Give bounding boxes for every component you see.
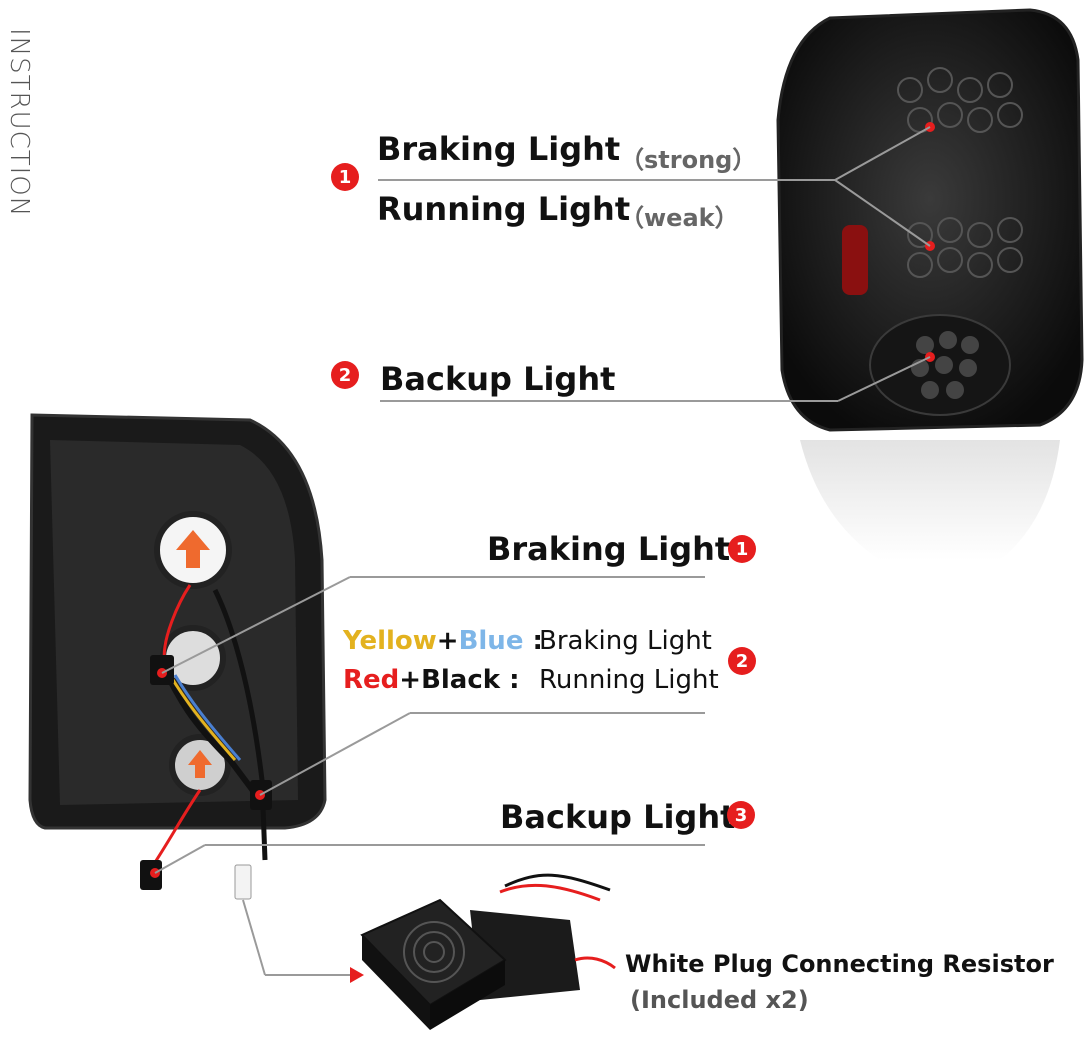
wire-colon-1: :: [523, 626, 543, 656]
backup-light-label-top: Backup Light: [380, 360, 616, 398]
wire-color-black: Black: [421, 665, 501, 695]
badge-2-bottom: 2: [728, 647, 756, 675]
instruction-title: INSTRUCTION: [4, 28, 34, 218]
resistor-label: White Plug Connecting Resistor: [625, 950, 1054, 978]
resistor-icon: [360, 873, 616, 1030]
wire-color-red: Red: [343, 665, 400, 695]
wire-color-yellow: Yellow: [343, 626, 437, 656]
badge-1-top: 1: [331, 163, 359, 191]
badge-2-top: 2: [331, 361, 359, 389]
wire-legend-row-1: Yellow+Blue :: [343, 626, 543, 656]
tail-light-back-icon: [28, 413, 327, 900]
wire-plus-2: +: [399, 665, 422, 695]
wire-legend-value-1: Braking Light: [539, 626, 712, 656]
backup-light-label-bottom: Backup Light: [500, 798, 736, 836]
badge-3-bottom: 3: [727, 801, 755, 829]
wire-color-blue: Blue: [458, 626, 524, 656]
braking-note: （strong）: [620, 146, 757, 174]
wire-legend-row-2: Red+Black :: [343, 665, 520, 695]
braking-light-label-bottom: Braking Light: [487, 530, 731, 568]
resistor-note: (Included x2): [630, 986, 809, 1014]
braking-light-label-top: Braking Light: [377, 130, 621, 168]
wire-colon-2: :: [500, 665, 520, 695]
tail-light-front-icon: [776, 8, 1084, 560]
badge-1-bottom: 1: [728, 535, 756, 563]
running-note: （weak）: [620, 204, 739, 232]
wire-plus-1: +: [436, 626, 459, 656]
running-light-label-top: Running Light: [377, 190, 631, 228]
wire-legend-value-2: Running Light: [539, 665, 719, 695]
